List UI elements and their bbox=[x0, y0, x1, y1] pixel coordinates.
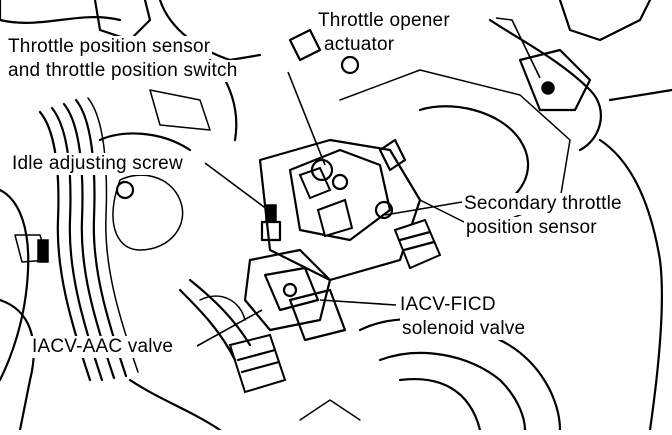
iacv-assembly bbox=[178, 248, 347, 394]
throttle-opener-label-line1: Throttle opener bbox=[316, 10, 452, 32]
idle-screw-label: Idle adjusting screw bbox=[10, 153, 185, 175]
secondary-sensor-connector bbox=[374, 200, 442, 270]
leader-lines bbox=[196, 17, 541, 347]
iacv-ficd-label-line2: solenoid valve bbox=[400, 318, 528, 340]
tps-label-line1: Throttle position sensor bbox=[6, 36, 213, 58]
iacv-ficd-label-line1: IACV-FICD bbox=[398, 294, 498, 316]
secondary-tps-label-line1: Secondary throttle bbox=[462, 193, 624, 215]
tps-label-line2: and throttle position switch bbox=[6, 60, 240, 82]
throttle-opener-label-line2: actuator bbox=[322, 34, 397, 56]
iacv-aac-label: IACV-AAC valve bbox=[30, 336, 176, 358]
opener-actuator-assembly bbox=[488, 0, 672, 432]
secondary-tps-label-line2: position sensor bbox=[464, 217, 599, 239]
fuel-lines bbox=[0, 97, 139, 432]
